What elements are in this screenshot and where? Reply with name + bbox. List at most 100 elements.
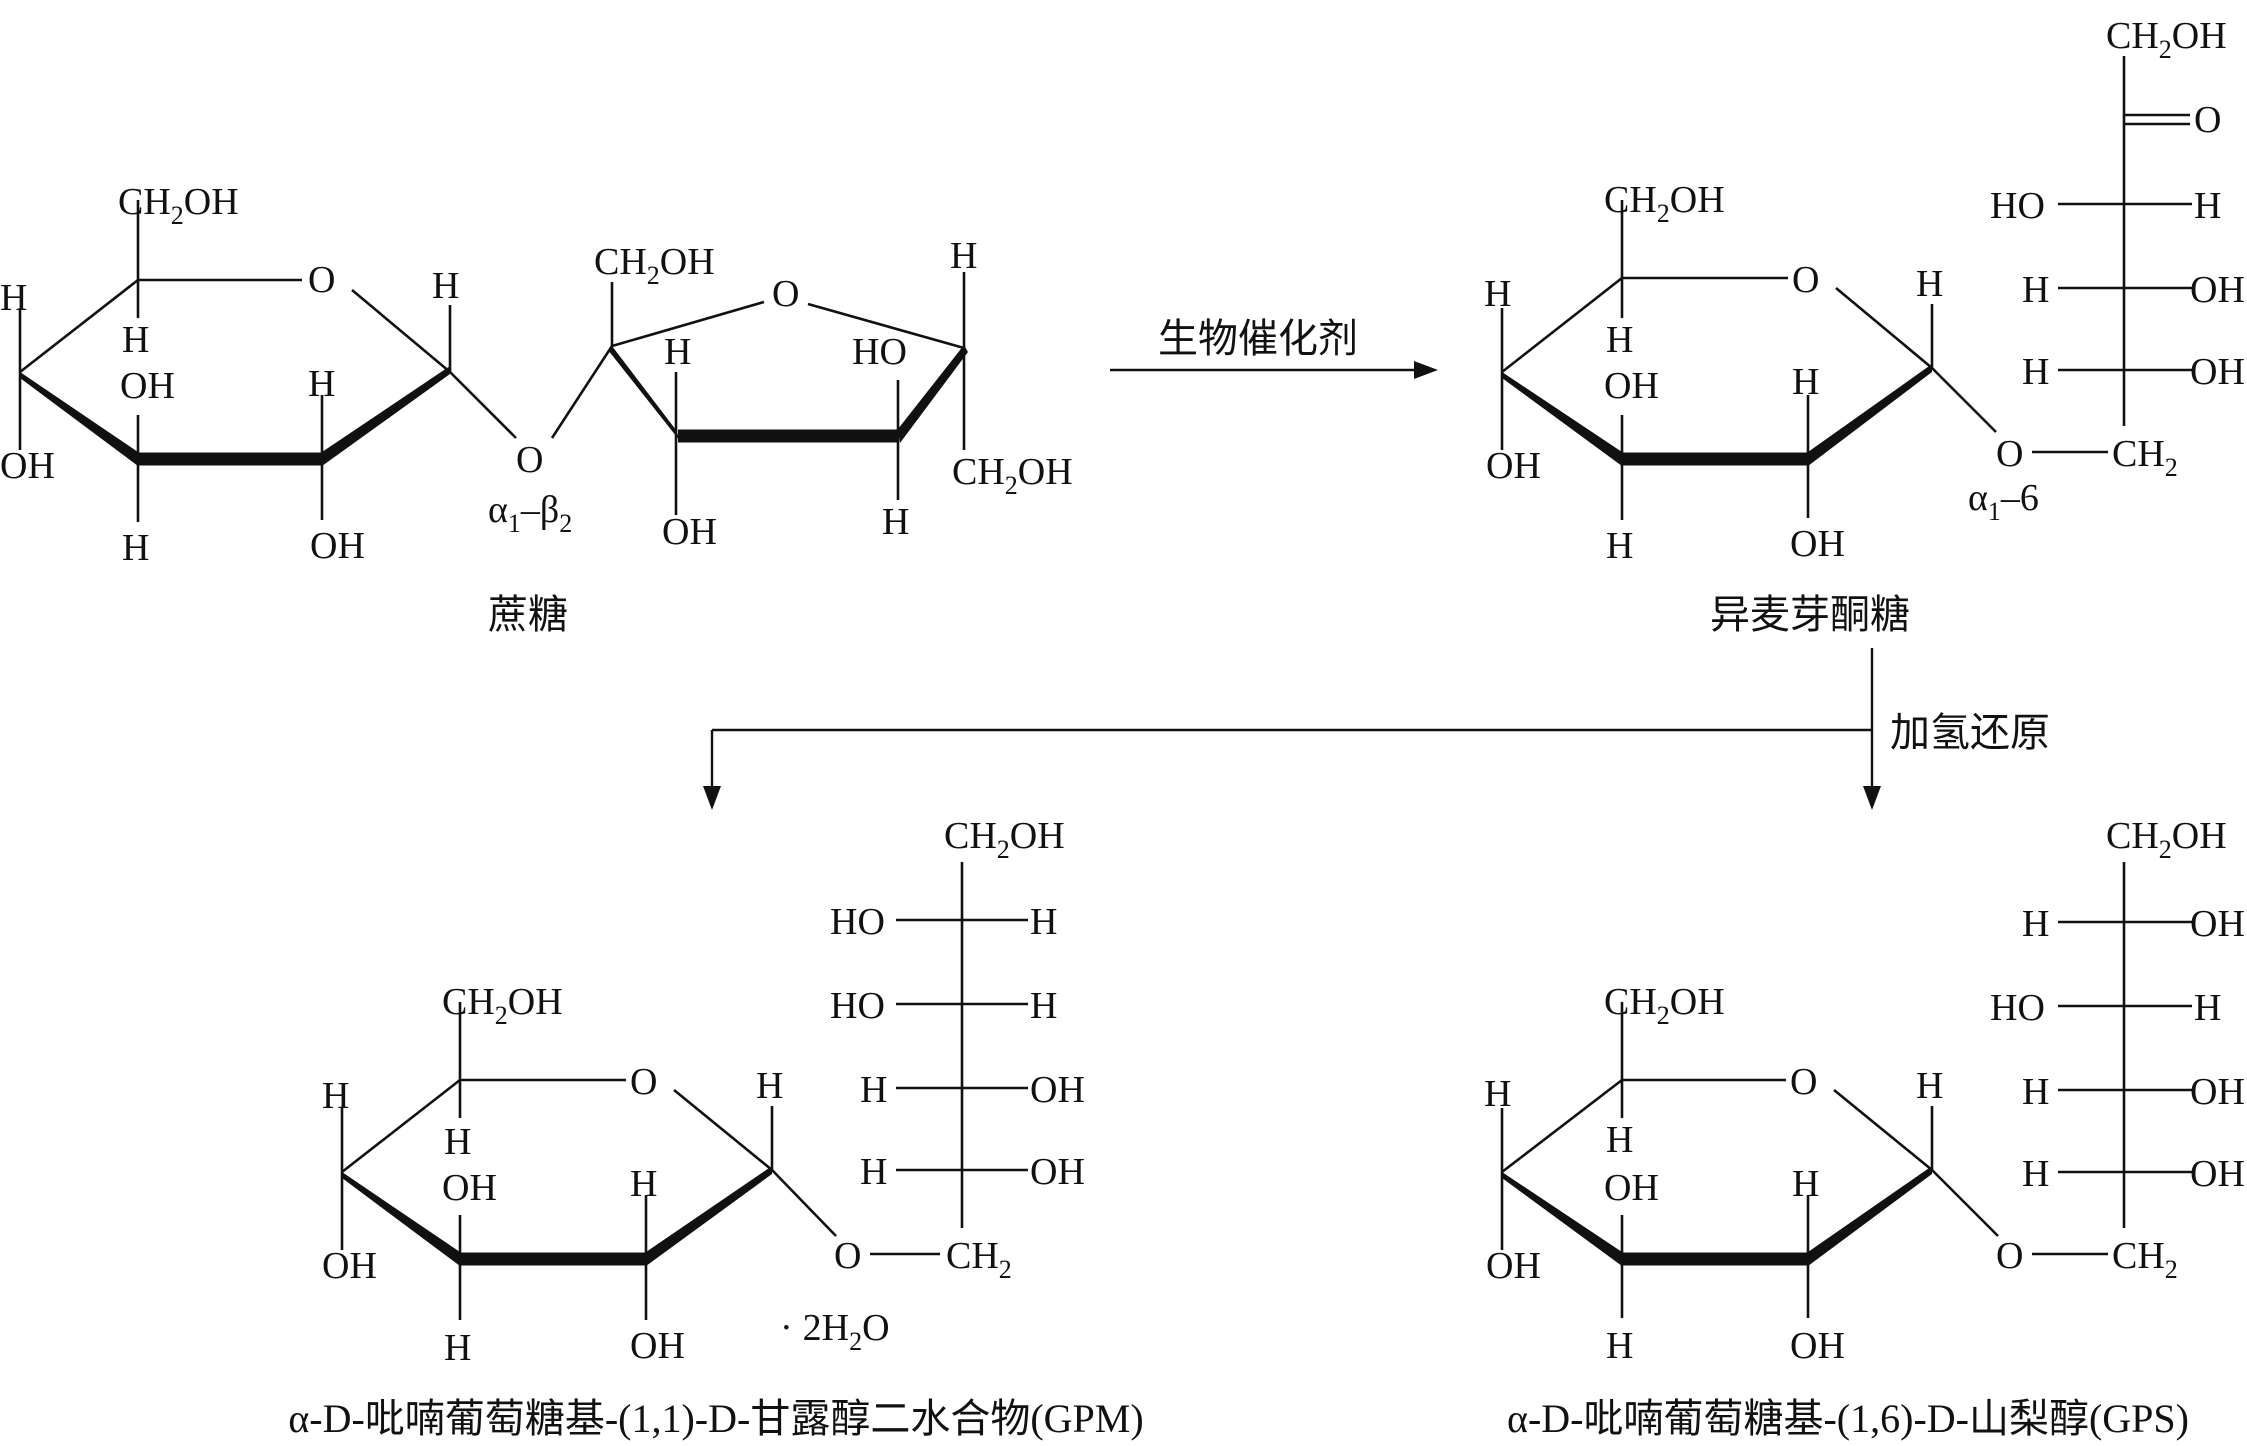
atom-label: OH [1486,1245,1541,1287]
atom-label: HO [1990,987,2045,1029]
atom-label: H [2194,185,2221,227]
atom-label: H [1030,901,1057,943]
isomaltulose-glucopyranose-ring [1500,200,1997,520]
glycosidic-oxygen-label: O [834,1235,861,1277]
atom-label: OH [442,1167,497,1209]
carbonyl-oxygen-label: O [2194,99,2221,141]
atom-label: H [2022,1071,2049,1113]
ring-oxygen-label: O [1790,1061,1817,1103]
atom-label: OH [1604,1167,1659,1209]
atom-label: H [2022,903,2049,945]
atom-label: H [2022,351,2049,393]
atom-label: CH2OH [2106,15,2227,64]
ring-oxygen-label: O [1792,259,1819,301]
atom-label: CH2OH [2106,815,2227,864]
atom-label: H [1484,273,1511,315]
glycosidic-oxygen-label: O [1996,1235,2023,1277]
glycosidic-oxygen-label: O [1996,433,2023,475]
atom-label: H [860,1069,887,1111]
isomaltulose-structure: CH2OH O H H OH H H OH H OH O CH2 α1–6 CH… [1484,15,2245,637]
atom-label: H [122,319,149,361]
linkage-label-alpha1-beta2: α1–β2 [488,489,572,538]
atom-label: CH2OH [1604,981,1725,1030]
sucrose-structure: CH2OH O H H OH H H OH H OH O α1–β2 CH2OH… [0,181,1073,637]
atom-label: CH2OH [1604,179,1725,228]
isomaltulose-open-chain [2058,56,2192,426]
reaction-arrow-step1: 生物催化剂 [1110,316,1438,379]
atom-label: HO [830,985,885,1027]
ring-oxygen-label: O [308,259,335,301]
atom-label: H [860,1151,887,1193]
atom-label: OH [1030,1069,1085,1111]
gpm-structure: CH2OH O H H OH H H OH H OH O CH2 ·2H2O C… [288,815,1143,1441]
reaction-arrow-step2: 加氢还原 [703,648,2050,810]
atom-label: OH [0,445,55,487]
atom-label: H [1606,525,1633,567]
atom-label: H [1030,985,1057,1027]
atom-label: CH2 [946,1235,1012,1284]
atom-label: H [1606,319,1633,361]
gps-glucopyranose-ring [1500,1002,1999,1318]
atom-label: H [1606,1325,1633,1367]
atom-label: HO [830,901,885,943]
atom-label: OH [2190,1153,2245,1195]
atom-label: H [882,501,909,543]
atom-label: OH [1604,365,1659,407]
gpm-name: α-D-吡喃葡萄糖基-(1,1)-D-甘露醇二水合物(GPM) [288,1396,1143,1441]
atom-label: CH2OH [118,181,239,230]
atom-label: OH [662,511,717,553]
atom-label: H [1484,1073,1511,1115]
atom-label: H [322,1075,349,1117]
ring-oxygen-label: O [772,273,799,315]
atom-label: H [444,1327,471,1369]
atom-label: HO [852,331,907,373]
atom-label: H [630,1163,657,1205]
gpm-mannitol-chain [896,862,1028,1228]
atom-label: OH [1790,1325,1845,1367]
gps-structure: CH2OH O H H OH H H OH H OH O CH2 CH2OH H… [1484,815,2245,1441]
atom-label: H [1606,1119,1633,1161]
isomaltulose-name: 异麦芽酮糖 [1710,592,1910,637]
atom-label: H [1792,1163,1819,1205]
atom-label: CH2OH [594,241,715,290]
sucrose-glucopyranose-ring [18,200,517,522]
step2-reagent-label: 加氢还原 [1890,710,2050,755]
sucrose-name: 蔗糖 [488,592,568,637]
gps-sorbitol-chain [2058,862,2192,1228]
atom-label: H [2022,1153,2049,1195]
atom-label: OH [2190,269,2245,311]
atom-label: OH [2190,903,2245,945]
atom-label: H [432,265,459,307]
atom-label: H [444,1121,471,1163]
atom-label: OH [2190,1071,2245,1113]
atom-label: H [0,277,27,319]
atom-label: OH [2190,351,2245,393]
atom-label: H [2194,987,2221,1029]
atom-label: OH [1790,523,1845,565]
sucrose-fructofuranose-ring [608,272,968,515]
atom-label: H [2022,269,2049,311]
atom-label: H [122,527,149,569]
gpm-glucopyranose-ring [340,1002,837,1320]
atom-label: OH [120,365,175,407]
step1-reagent-label: 生物催化剂 [1158,316,1358,361]
atom-label: H [1916,263,1943,305]
atom-label: CH2OH [944,815,1065,864]
atom-label: CH2OH [952,451,1073,500]
atom-label: H [1792,361,1819,403]
atom-label: H [756,1065,783,1107]
glycosidic-oxygen-label: O [516,439,543,481]
atom-label: CH2 [2112,1235,2178,1284]
atom-label: OH [322,1245,377,1287]
hydrate-label: ·2H2O [780,1307,890,1356]
gps-name: α-D-吡喃葡萄糖基-(1,6)-D-山梨醇(GPS) [1507,1396,2189,1441]
linkage-label-alpha1-6: α1–6 [1968,477,2039,526]
ring-oxygen-label: O [630,1061,657,1103]
atom-label: H [1916,1065,1943,1107]
atom-label: OH [310,525,365,567]
atom-label: OH [630,1325,685,1367]
atom-label: CH2OH [442,981,563,1030]
atom-label: CH2 [2112,433,2178,482]
atom-label: H [664,331,691,373]
